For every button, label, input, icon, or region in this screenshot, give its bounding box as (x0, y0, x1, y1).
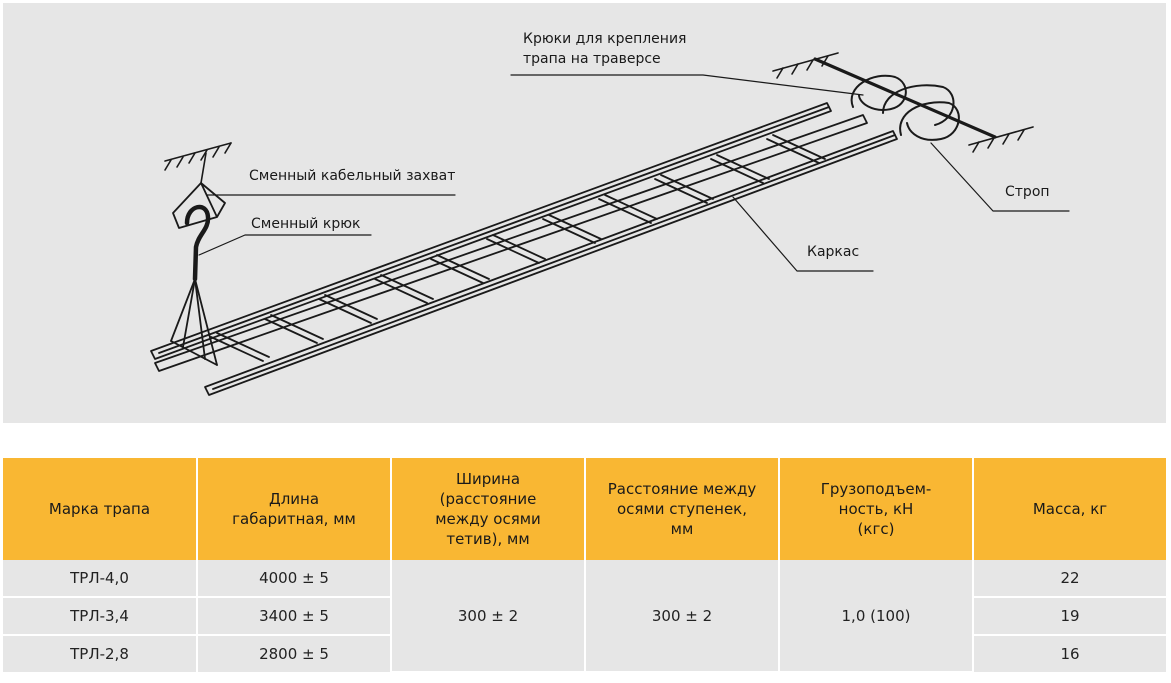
cell-model: ТРЛ-4,0 (3, 560, 198, 598)
hook (184, 204, 211, 282)
header-model: Марка трапа (3, 458, 198, 560)
cell-length: 2800 ± 5 (197, 635, 392, 672)
header-capacity: Грузоподъем- ность, кН (кгс) (779, 458, 974, 560)
cable-grip (172, 182, 226, 229)
header-length: Длина габаритная, мм (197, 458, 392, 560)
cell-model: ТРЛ-3,4 (3, 597, 198, 636)
cell-width: 300 ± 2 (391, 560, 586, 673)
header-step: Расстояние между осями ступенек, мм (585, 458, 780, 560)
table-row: ТРЛ-4,0 4000 ± 5 300 ± 2 300 ± 2 1,0 (10… (3, 560, 1166, 673)
ladder-diagram: Крюки для крепления трапа на траверсе См… (3, 3, 1166, 423)
cell-mass: 19 (973, 597, 1166, 636)
label-frame: Каркас (807, 244, 860, 260)
cell-mass: 16 (973, 635, 1166, 672)
ladder-rungs (210, 134, 826, 362)
cell-mass: 22 (973, 560, 1166, 598)
label-hooks: Крюки для крепления трапа на траверсе (523, 31, 687, 67)
ladder-drawing (150, 52, 1070, 396)
ladder-rails (150, 102, 898, 396)
table-row: ТРЛ-2,8 2800 ± 5 16 (3, 635, 1166, 672)
label-hook: Сменный крюк (251, 216, 361, 232)
a-frame-bracket (170, 278, 218, 366)
cell-length: 3400 ± 5 (197, 597, 392, 636)
header-mass: Масса, кг (973, 458, 1166, 560)
table-header-row: Марка трапа Длина габаритная, мм Ширина … (3, 458, 1166, 560)
leader-lines (198, 74, 1070, 272)
label-cable-grip: Сменный кабельный захват (249, 168, 456, 184)
header-width: Ширина (расстояние между осями тетив), м… (391, 458, 586, 560)
ceiling-hatch-left (164, 142, 232, 184)
cell-step: 300 ± 2 (585, 560, 780, 673)
cell-model: ТРЛ-2,8 (3, 635, 198, 672)
cell-length: 4000 ± 5 (197, 560, 392, 598)
cell-capacity: 1,0 (100) (779, 560, 974, 673)
traverse-hooks (850, 74, 960, 141)
ceiling-hatch-right (772, 52, 1034, 153)
label-sling: Строп (1005, 184, 1050, 200)
table-row: ТРЛ-3,4 3400 ± 5 19 (3, 597, 1166, 636)
spec-table: Марка трапа Длина габаритная, мм Ширина … (3, 458, 1166, 673)
